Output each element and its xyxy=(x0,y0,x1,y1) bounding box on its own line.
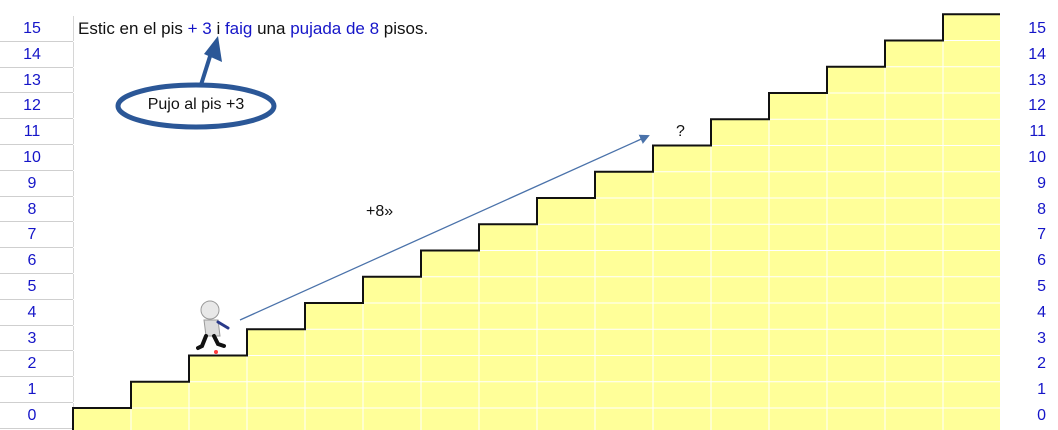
floor-cell xyxy=(0,170,74,196)
floor-number: 1 xyxy=(27,381,37,399)
sentence-climb: pujada de 8 xyxy=(290,19,380,38)
floor-cell xyxy=(0,325,74,351)
floor-number-right: 4 xyxy=(1037,303,1046,321)
floor-number: 15 xyxy=(23,20,41,37)
climb-arrow xyxy=(239,134,650,321)
floor-number-right: 7 xyxy=(1037,226,1046,244)
floor-cell xyxy=(0,248,74,273)
floor-number: 10 xyxy=(23,148,41,166)
floor-row: 11 xyxy=(0,119,74,145)
callout-ellipse xyxy=(115,82,277,130)
stairs-area xyxy=(73,14,1000,430)
callout-label: Pujo al pis +3 xyxy=(147,96,245,113)
floor-number: 9 xyxy=(27,174,37,192)
floor-cell xyxy=(0,351,74,377)
sentence-part: Estic en el pis xyxy=(78,19,188,38)
floor-number: 7 xyxy=(27,226,37,244)
unknown-floor-label: ? xyxy=(676,123,685,140)
floor-number: 0 xyxy=(27,406,37,424)
floor-row: 5 xyxy=(0,273,74,300)
climb-amount-label: +8» xyxy=(366,203,394,220)
floor-number-right: 15 xyxy=(1028,20,1046,37)
floor-number-right: 14 xyxy=(1028,45,1046,63)
floor-row: 15 xyxy=(0,16,74,42)
floor-cell xyxy=(0,144,74,170)
floor-number-right: 13 xyxy=(1028,71,1046,89)
floor-number: 4 xyxy=(27,303,37,321)
floor-cell xyxy=(0,16,74,41)
floor-row: 10 xyxy=(0,144,74,171)
floor-row: 9 xyxy=(0,170,74,197)
floor-number-right: 0 xyxy=(1037,406,1046,424)
sentence-start-floor: + 3 xyxy=(187,19,212,38)
floor-number: 8 xyxy=(27,200,37,218)
floor-number: 11 xyxy=(23,123,41,141)
floor-number-right: 1 xyxy=(1037,381,1046,399)
floor-row: 6 xyxy=(0,248,74,274)
floor-number-right: 8 xyxy=(1037,200,1046,218)
floor-cell xyxy=(0,41,74,67)
floor-row: 2 xyxy=(0,351,74,378)
runner-figure xyxy=(196,300,230,354)
floor-cell xyxy=(0,222,74,248)
floor-row: 12 xyxy=(0,93,74,120)
floor-number-right: 11 xyxy=(1029,123,1046,141)
floor-number-right: 9 xyxy=(1037,174,1046,192)
floor-number-right: 6 xyxy=(1037,252,1046,270)
sentence-part: pisos. xyxy=(379,19,429,38)
floor-row: 7 xyxy=(0,222,74,249)
floor-number-right: 12 xyxy=(1028,97,1046,115)
floor-cell xyxy=(0,119,74,144)
floor-number-right: 5 xyxy=(1037,277,1046,295)
floor-number: 5 xyxy=(27,277,37,295)
floor-row: 3 xyxy=(0,325,74,352)
floor-number: 14 xyxy=(23,45,41,63)
floor-row: 14 xyxy=(0,41,74,68)
problem-statement: Estic en el pis + 3 i faig una pujada de… xyxy=(78,19,428,39)
floor-cell xyxy=(0,196,74,222)
floor-number: 3 xyxy=(27,329,37,347)
floor-number: 2 xyxy=(27,355,37,373)
floor-cell xyxy=(0,299,74,325)
floor-row: 13 xyxy=(0,67,74,94)
floor-row: 8 xyxy=(0,196,74,223)
floor-number-right: 10 xyxy=(1028,148,1046,166)
floor-number: 6 xyxy=(27,252,37,270)
floor-number: 12 xyxy=(23,97,41,115)
floor-row: 4 xyxy=(0,299,74,326)
floor-number-right: 2 xyxy=(1037,355,1046,373)
floor-cell xyxy=(0,377,74,402)
callout-arrowhead xyxy=(204,36,222,62)
floor-row: 1 xyxy=(0,377,74,403)
floor-cell xyxy=(0,67,74,93)
sentence-verb: faig xyxy=(224,19,253,38)
floor-cell xyxy=(0,93,74,119)
floor-number: 13 xyxy=(23,71,41,89)
floor-cell xyxy=(0,273,74,299)
floor-number-right: 3 xyxy=(1037,329,1046,347)
stairs-outline xyxy=(72,13,1000,430)
sentence-part: una xyxy=(252,19,291,38)
sentence-part: i xyxy=(211,19,225,38)
